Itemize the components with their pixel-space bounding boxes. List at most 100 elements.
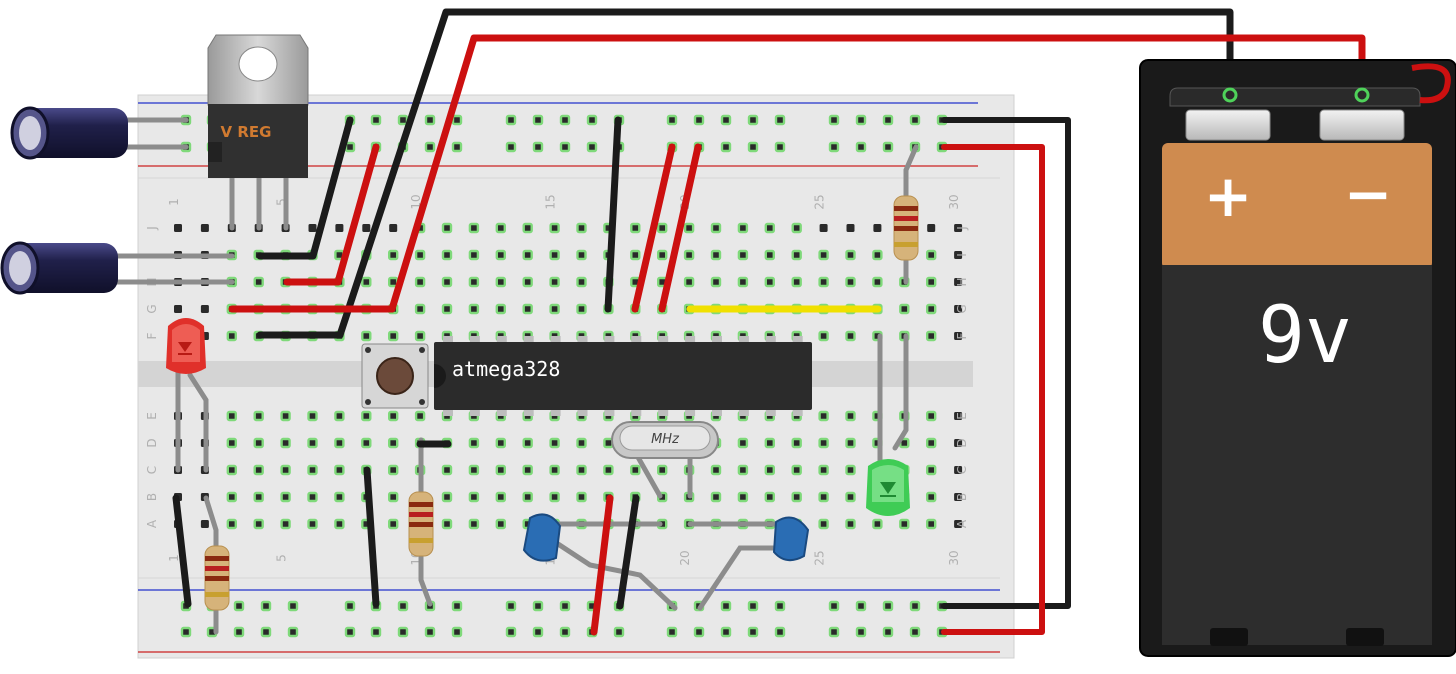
jumper-wires [172, 116, 882, 636]
column-number: 5 [275, 554, 289, 562]
breadboard-hole [468, 303, 480, 315]
breadboard-hole [720, 626, 732, 638]
breadboard-hole [414, 276, 426, 288]
breadboard-hole [586, 141, 598, 153]
breadboard-hole [495, 303, 506, 315]
battery-voltage-label: 9v [1258, 291, 1352, 381]
chip-pin [577, 406, 588, 416]
electrolytic-capacitor-2 [0, 241, 118, 295]
breadboard-hole [764, 437, 775, 449]
breadboard-hole [495, 518, 506, 530]
breadboard-hole [361, 410, 372, 422]
breadboard-hole [926, 276, 937, 288]
breadboard-hole [344, 141, 356, 153]
red-led [166, 318, 206, 374]
wire-vcc-bottom [590, 494, 614, 636]
column-number: 30 [947, 194, 961, 209]
breadboard-hole [926, 330, 937, 342]
battery-clip-wire [1411, 63, 1451, 104]
breadboard-hole [388, 249, 399, 261]
breadboard-hole [253, 518, 264, 530]
chip-pin [738, 336, 749, 346]
breadboard-hole [845, 437, 856, 449]
breadboard-hole [693, 114, 705, 126]
breadboard-hole [954, 332, 963, 340]
breadboard-hole [846, 224, 855, 232]
chip-pin [685, 336, 696, 346]
chip-pin [685, 406, 696, 416]
wire-battery-negative [336, 8, 1234, 339]
breadboard-hole [468, 249, 480, 261]
breadboard-hole [791, 437, 802, 449]
chip-pin [523, 336, 534, 346]
breadboard-hole [287, 626, 299, 638]
breadboard-hole [505, 141, 517, 153]
pushbutton [361, 343, 429, 409]
breadboard-hole [495, 491, 506, 503]
breadboard-hole [495, 437, 506, 449]
breadboard-hole [630, 222, 641, 234]
ceramic-capacitor-left [522, 513, 562, 562]
breadboard-hole [253, 437, 264, 449]
breadboard-hole [226, 464, 238, 476]
column-number: 25 [813, 550, 827, 565]
breadboard-hole [926, 464, 937, 476]
row-letter: F [955, 332, 969, 339]
breadboard-hole [451, 141, 463, 153]
rail-wires [941, 117, 1071, 635]
breadboard-hole [603, 464, 614, 476]
breadboard-hole [260, 626, 272, 638]
column-number: 20 [678, 550, 692, 565]
breadboard-hole [630, 464, 641, 476]
breadboard-hole [855, 600, 867, 612]
breadboard-hole [441, 464, 453, 476]
breadboard-hole [576, 276, 587, 288]
row-letter: B [145, 493, 159, 501]
breadboard-hole [909, 114, 921, 126]
breadboard-hole [926, 518, 937, 530]
chip-pin [792, 406, 803, 416]
chip-pin [765, 336, 776, 346]
breadboard-hole [532, 141, 544, 153]
breadboard-hole [495, 276, 506, 288]
breadboard-hole [791, 276, 802, 288]
column-number: 25 [813, 194, 827, 209]
breadboard-hole [226, 410, 238, 422]
breadboard-hole [174, 224, 182, 232]
breadboard-hole [495, 464, 506, 476]
breadboard-hole [388, 491, 399, 503]
breadboard-hole [441, 249, 453, 261]
breadboard-hole [559, 141, 571, 153]
breadboard-hole [576, 437, 587, 449]
breadboard-hole [424, 626, 436, 638]
breadboard-hole [774, 141, 786, 153]
breadboard-hole [872, 249, 883, 261]
breadboard-hole [559, 600, 571, 612]
electrolytic-capacitor-1 [10, 106, 128, 160]
breadboard-hole [586, 114, 598, 126]
crystal-label: MHz [651, 432, 680, 447]
breadboard-hole [424, 141, 436, 153]
breadboard-hole [576, 464, 587, 476]
breadboard-hole [613, 626, 625, 638]
row-letter: D [145, 438, 159, 447]
breadboard-hole [576, 303, 587, 315]
breadboard-hole [747, 600, 759, 612]
chip-pin [469, 336, 480, 346]
chip-pin [604, 336, 615, 346]
breadboard-hole [828, 114, 840, 126]
chip-pin [792, 336, 803, 346]
breadboard-hole [710, 249, 722, 261]
breadboard-hole [845, 276, 856, 288]
breadboard-hole [882, 600, 894, 612]
breadboard-hole [468, 276, 480, 288]
breadboard-hole [388, 518, 399, 530]
breadboard-hole [280, 491, 291, 503]
breadboard-hole [334, 410, 345, 422]
component-leads [107, 117, 919, 635]
breadboard-hole [737, 437, 749, 449]
chip-pin [550, 336, 561, 346]
breadboard-hole [253, 491, 264, 503]
